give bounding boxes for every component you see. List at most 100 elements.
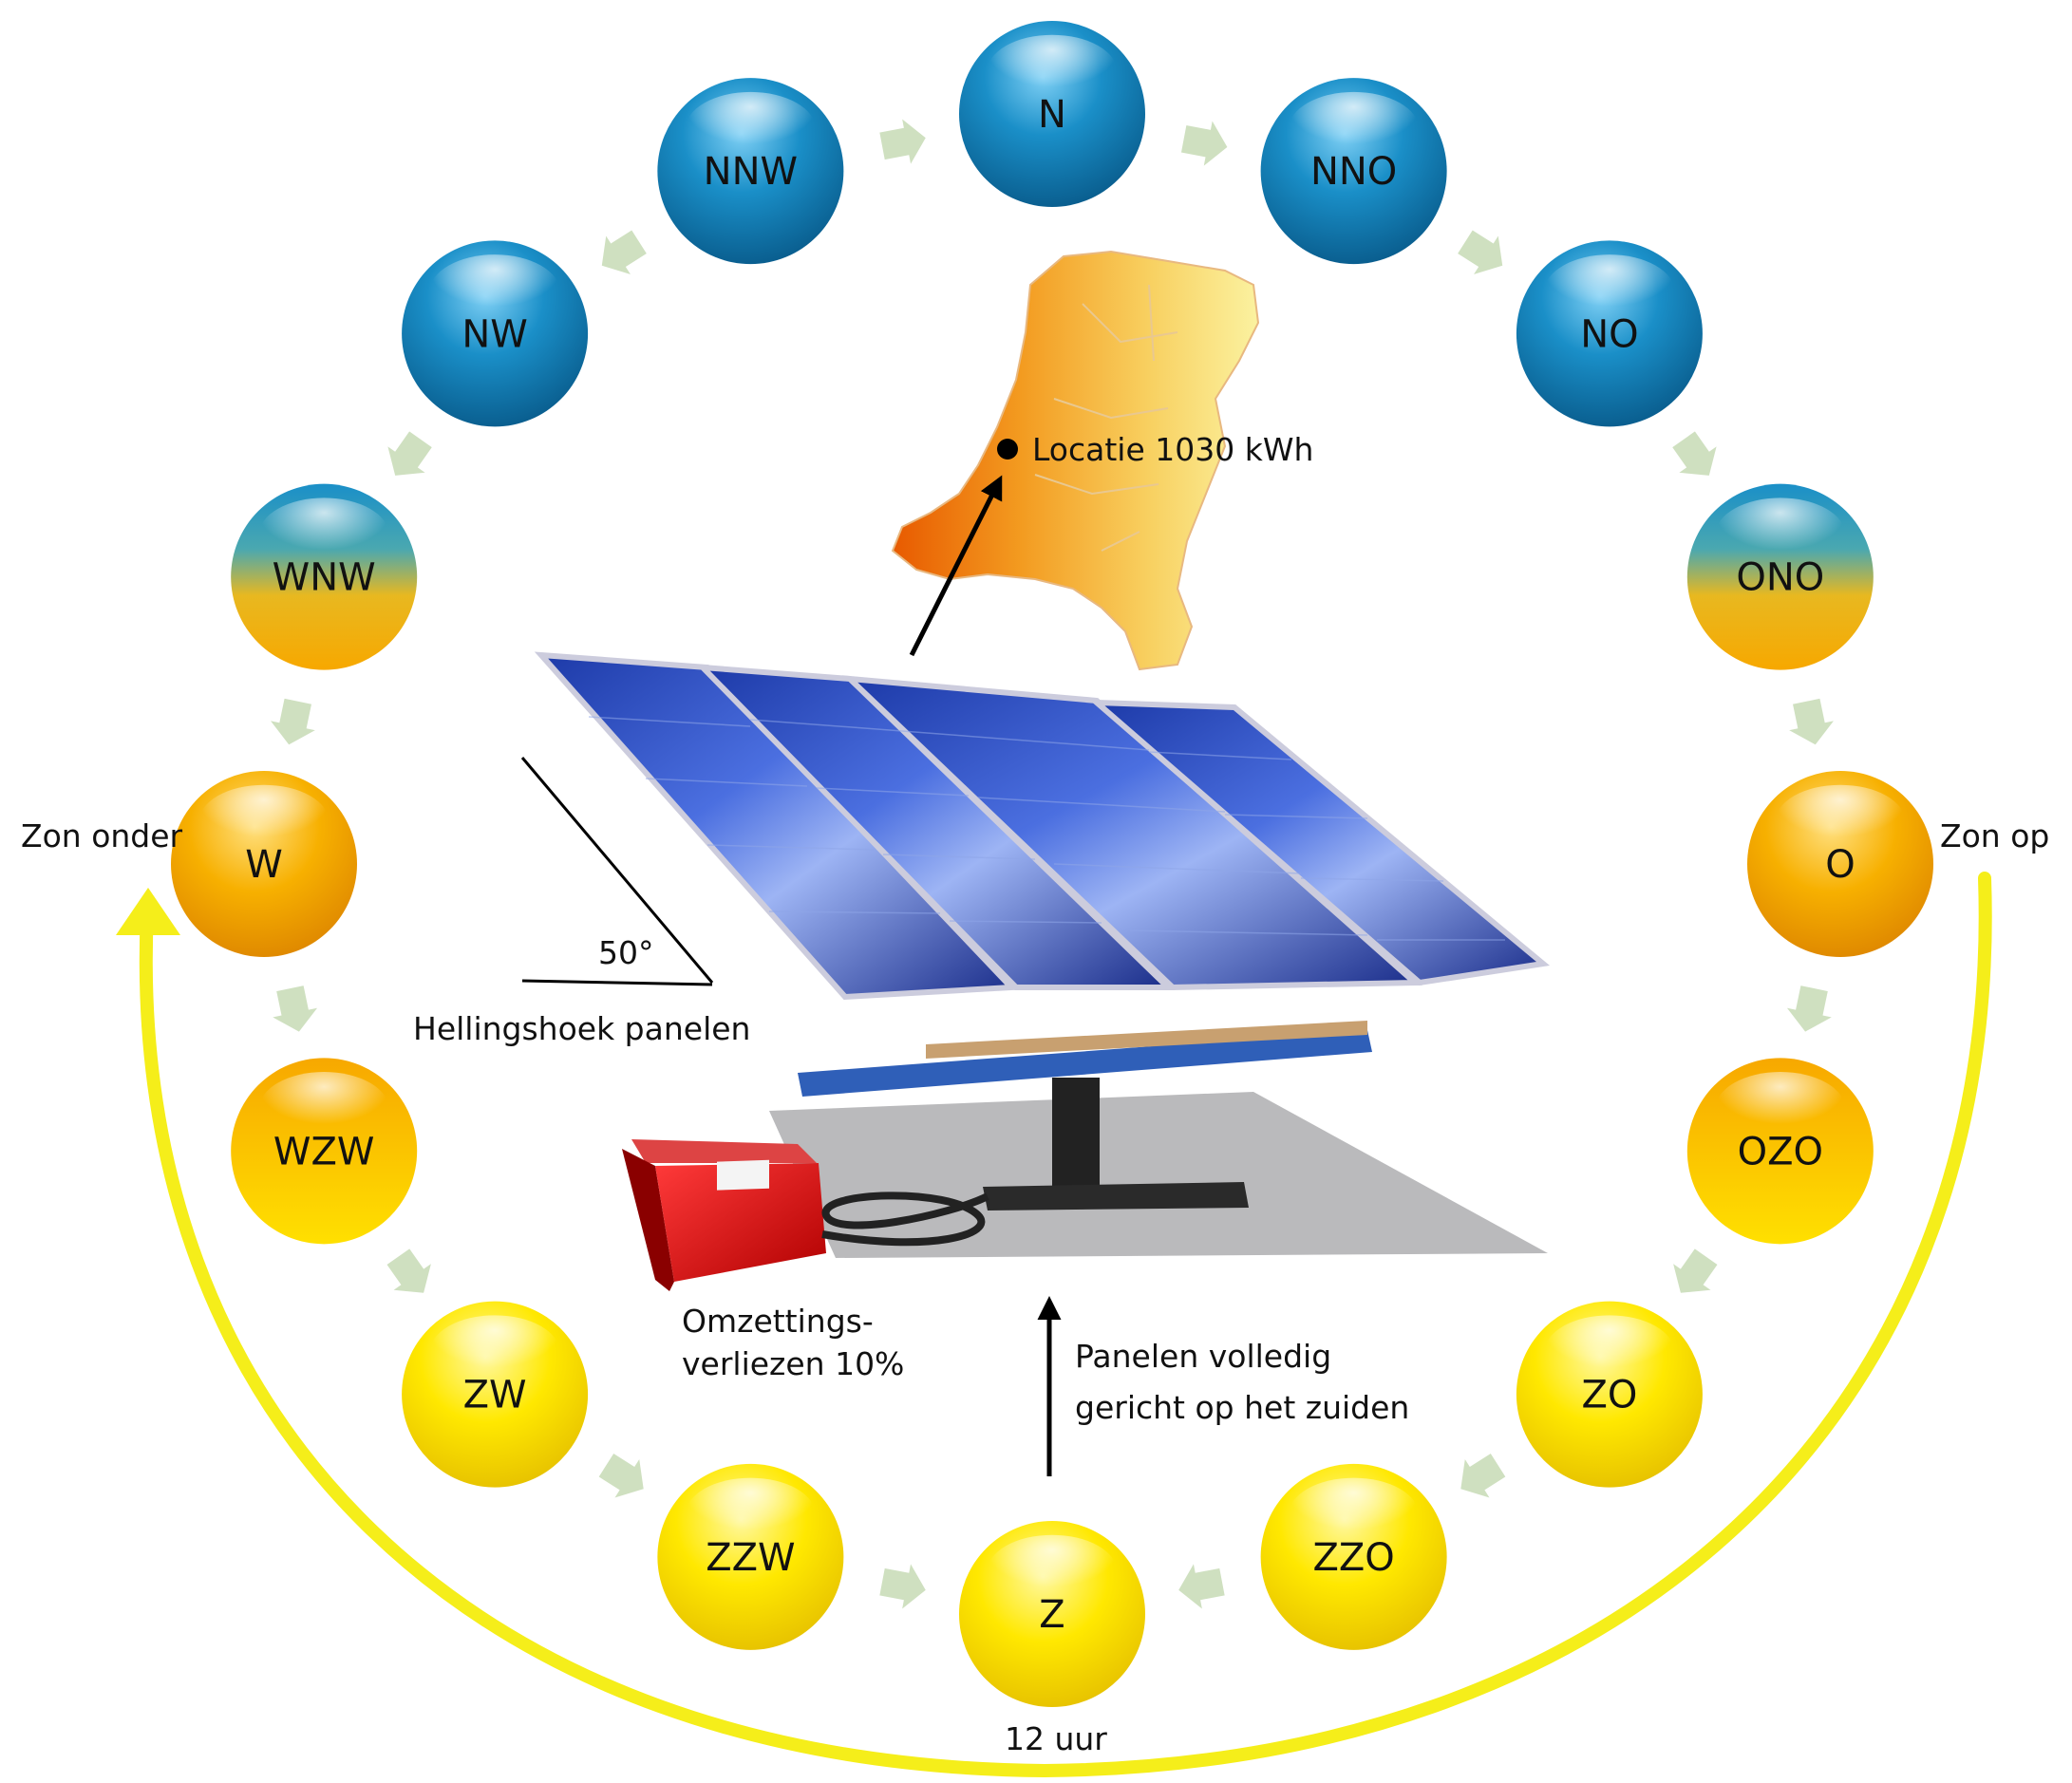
direction-chevron	[1668, 427, 1722, 479]
location-dot	[997, 439, 1018, 460]
solar-panel-3	[841, 675, 1422, 991]
solar-panel-2	[695, 664, 1176, 990]
direction-label: ZZO	[1312, 1536, 1394, 1580]
direction-chevron	[383, 427, 436, 479]
direction-circle-shine	[429, 1315, 560, 1390]
map-shape	[891, 250, 1260, 671]
direction-wnw: WNW	[231, 483, 418, 670]
direction-label: W	[245, 843, 283, 887]
direction-ozo: OZO	[1686, 1058, 1874, 1245]
direction-circle-shine	[1715, 1072, 1846, 1147]
direction-nno: NNO	[1260, 78, 1447, 265]
solar-panel-4	[1088, 699, 1551, 986]
direction-circle-shine	[1289, 1477, 1420, 1552]
direction-no: NO	[1516, 240, 1703, 427]
direction-circle-shine	[1715, 497, 1846, 572]
direction-circle-shine	[987, 34, 1118, 110]
location-arrow	[909, 475, 1003, 657]
direction-chevron	[1668, 1245, 1722, 1297]
inverter: Omzettings- verliezen 10%	[622, 1139, 989, 1382]
direction-circle-shine	[258, 497, 389, 572]
losses-label-line1: Omzettings-	[682, 1303, 874, 1340]
direction-label: NO	[1580, 312, 1638, 356]
panel-base	[983, 1182, 1249, 1211]
direction-wzw: WZW	[231, 1058, 418, 1245]
direction-label: ONO	[1736, 556, 1824, 600]
direction-nnw: NNW	[657, 78, 844, 265]
direction-label: NW	[461, 312, 527, 356]
sun-path-arrowhead	[116, 888, 180, 935]
direction-circle-shine	[1289, 91, 1420, 167]
direction-circle-shine	[258, 1072, 389, 1147]
direction-circle-shine	[429, 254, 560, 329]
sun-path-arc	[139, 872, 1992, 1778]
direction-label: Z	[1039, 1593, 1064, 1637]
direction-zzw: ZZW	[657, 1463, 844, 1650]
direction-chevrons	[263, 112, 1841, 1616]
direction-chevron	[1175, 1555, 1229, 1616]
direction-chevron	[263, 695, 324, 749]
panel-rail	[798, 1030, 1372, 1097]
direction-label: N	[1038, 93, 1066, 137]
direction-circle-shine	[1544, 1315, 1675, 1390]
location-label: Locatie 1030 kWh	[1032, 431, 1313, 468]
direction-circle-shine	[198, 784, 330, 860]
tilt-angle-value: 50°	[598, 934, 654, 971]
inverter-front	[655, 1163, 826, 1282]
direction-chevron	[1780, 982, 1840, 1036]
direction-z: Z	[959, 1521, 1145, 1707]
inverter-display	[717, 1159, 769, 1191]
direction-zw: ZW	[402, 1301, 589, 1488]
tilt-angle-indicator: 50° Hellingshoek panelen	[413, 757, 750, 1047]
direction-chevron	[1780, 695, 1841, 749]
direction-n: N	[959, 21, 1145, 207]
direction-chevron	[1457, 1449, 1510, 1503]
direction-label: WNW	[273, 556, 376, 600]
direction-chevron	[264, 982, 325, 1036]
tilt-angle-label: Hellingshoek panelen	[413, 1010, 750, 1047]
noon-label: 12 uur	[1005, 1720, 1107, 1757]
direction-nw: NW	[402, 240, 589, 427]
sun-set-label: Zon onder	[21, 817, 183, 854]
direction-circle-shine	[987, 1534, 1118, 1610]
direction-zo: ZO	[1516, 1301, 1703, 1488]
compass-ring: N NNO NO ONO O OZO ZO ZZO Z ZZW ZW WZW W WNW NW NNW	[171, 21, 1933, 1707]
inverter-cable	[821, 1192, 989, 1247]
direction-ono: ONO	[1686, 483, 1874, 670]
direction-chevron	[876, 1555, 930, 1616]
direction-circle-shine	[685, 91, 816, 167]
sun-rise-label: Zon op	[1940, 817, 2049, 854]
direction-chevron	[383, 1245, 436, 1297]
direction-chevron	[1177, 113, 1232, 174]
direction-label: NNO	[1310, 150, 1397, 194]
panel-cell-grid	[588, 716, 1505, 941]
direction-circle-shine	[1775, 784, 1906, 860]
solar-panel-array	[534, 651, 1551, 1258]
direction-o: O	[1747, 771, 1933, 957]
losses-label-line2: verliezen 10%	[682, 1345, 904, 1382]
direction-circle-shine	[685, 1477, 816, 1552]
direction-label: OZO	[1738, 1130, 1823, 1173]
panel-shadow	[769, 1092, 1548, 1258]
direction-label: ZO	[1581, 1374, 1637, 1417]
inverter-top	[631, 1139, 817, 1163]
direction-w: W	[171, 771, 357, 957]
direction-label: ZZW	[706, 1536, 795, 1580]
panel-frame-beam	[926, 1021, 1367, 1059]
inverter-body	[622, 1149, 674, 1291]
direction-chevron	[876, 112, 930, 173]
orientation-label-line2: gericht op het zuiden	[1075, 1389, 1409, 1426]
panel-stand	[1052, 1078, 1100, 1192]
direction-chevron	[594, 1449, 648, 1503]
netherlands-map: Locatie 1030 kWh	[891, 250, 1313, 671]
direction-zzo: ZZO	[1260, 1463, 1447, 1650]
map-provinces	[1034, 284, 1178, 552]
solar-panel-1	[534, 651, 1018, 1001]
direction-label: NNW	[704, 150, 798, 194]
direction-label: ZW	[463, 1374, 527, 1417]
direction-label: O	[1825, 843, 1855, 887]
orientation-label-line1: Panelen volledig	[1075, 1338, 1331, 1375]
direction-label: WZW	[273, 1130, 375, 1173]
direction-chevron	[598, 226, 650, 280]
